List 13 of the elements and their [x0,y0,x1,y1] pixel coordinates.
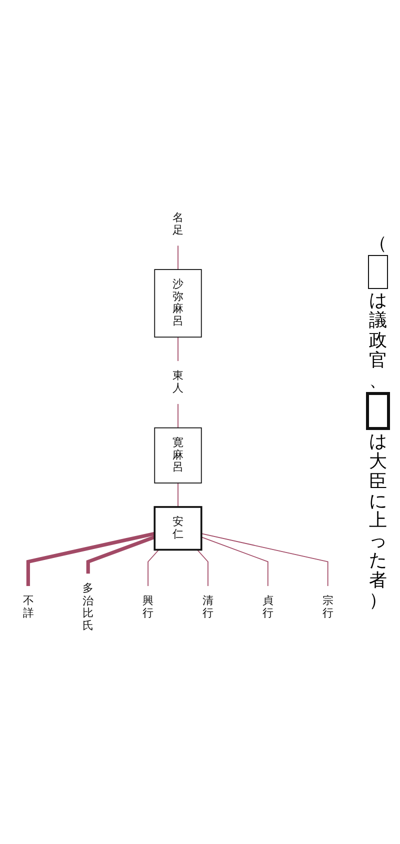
node-box [154,427,202,484]
bracket-text: （ [369,234,387,254]
node-box [154,506,202,551]
connector [148,549,160,587]
connector [86,535,156,574]
legend-text: は議政官、 [369,291,387,390]
connector [196,549,208,587]
legend-text: は大臣に上った者 [369,432,387,591]
node-box [154,269,202,338]
connector [26,532,156,586]
connector [200,533,328,587]
connector [200,536,268,587]
bracket-text: ） [369,590,387,610]
